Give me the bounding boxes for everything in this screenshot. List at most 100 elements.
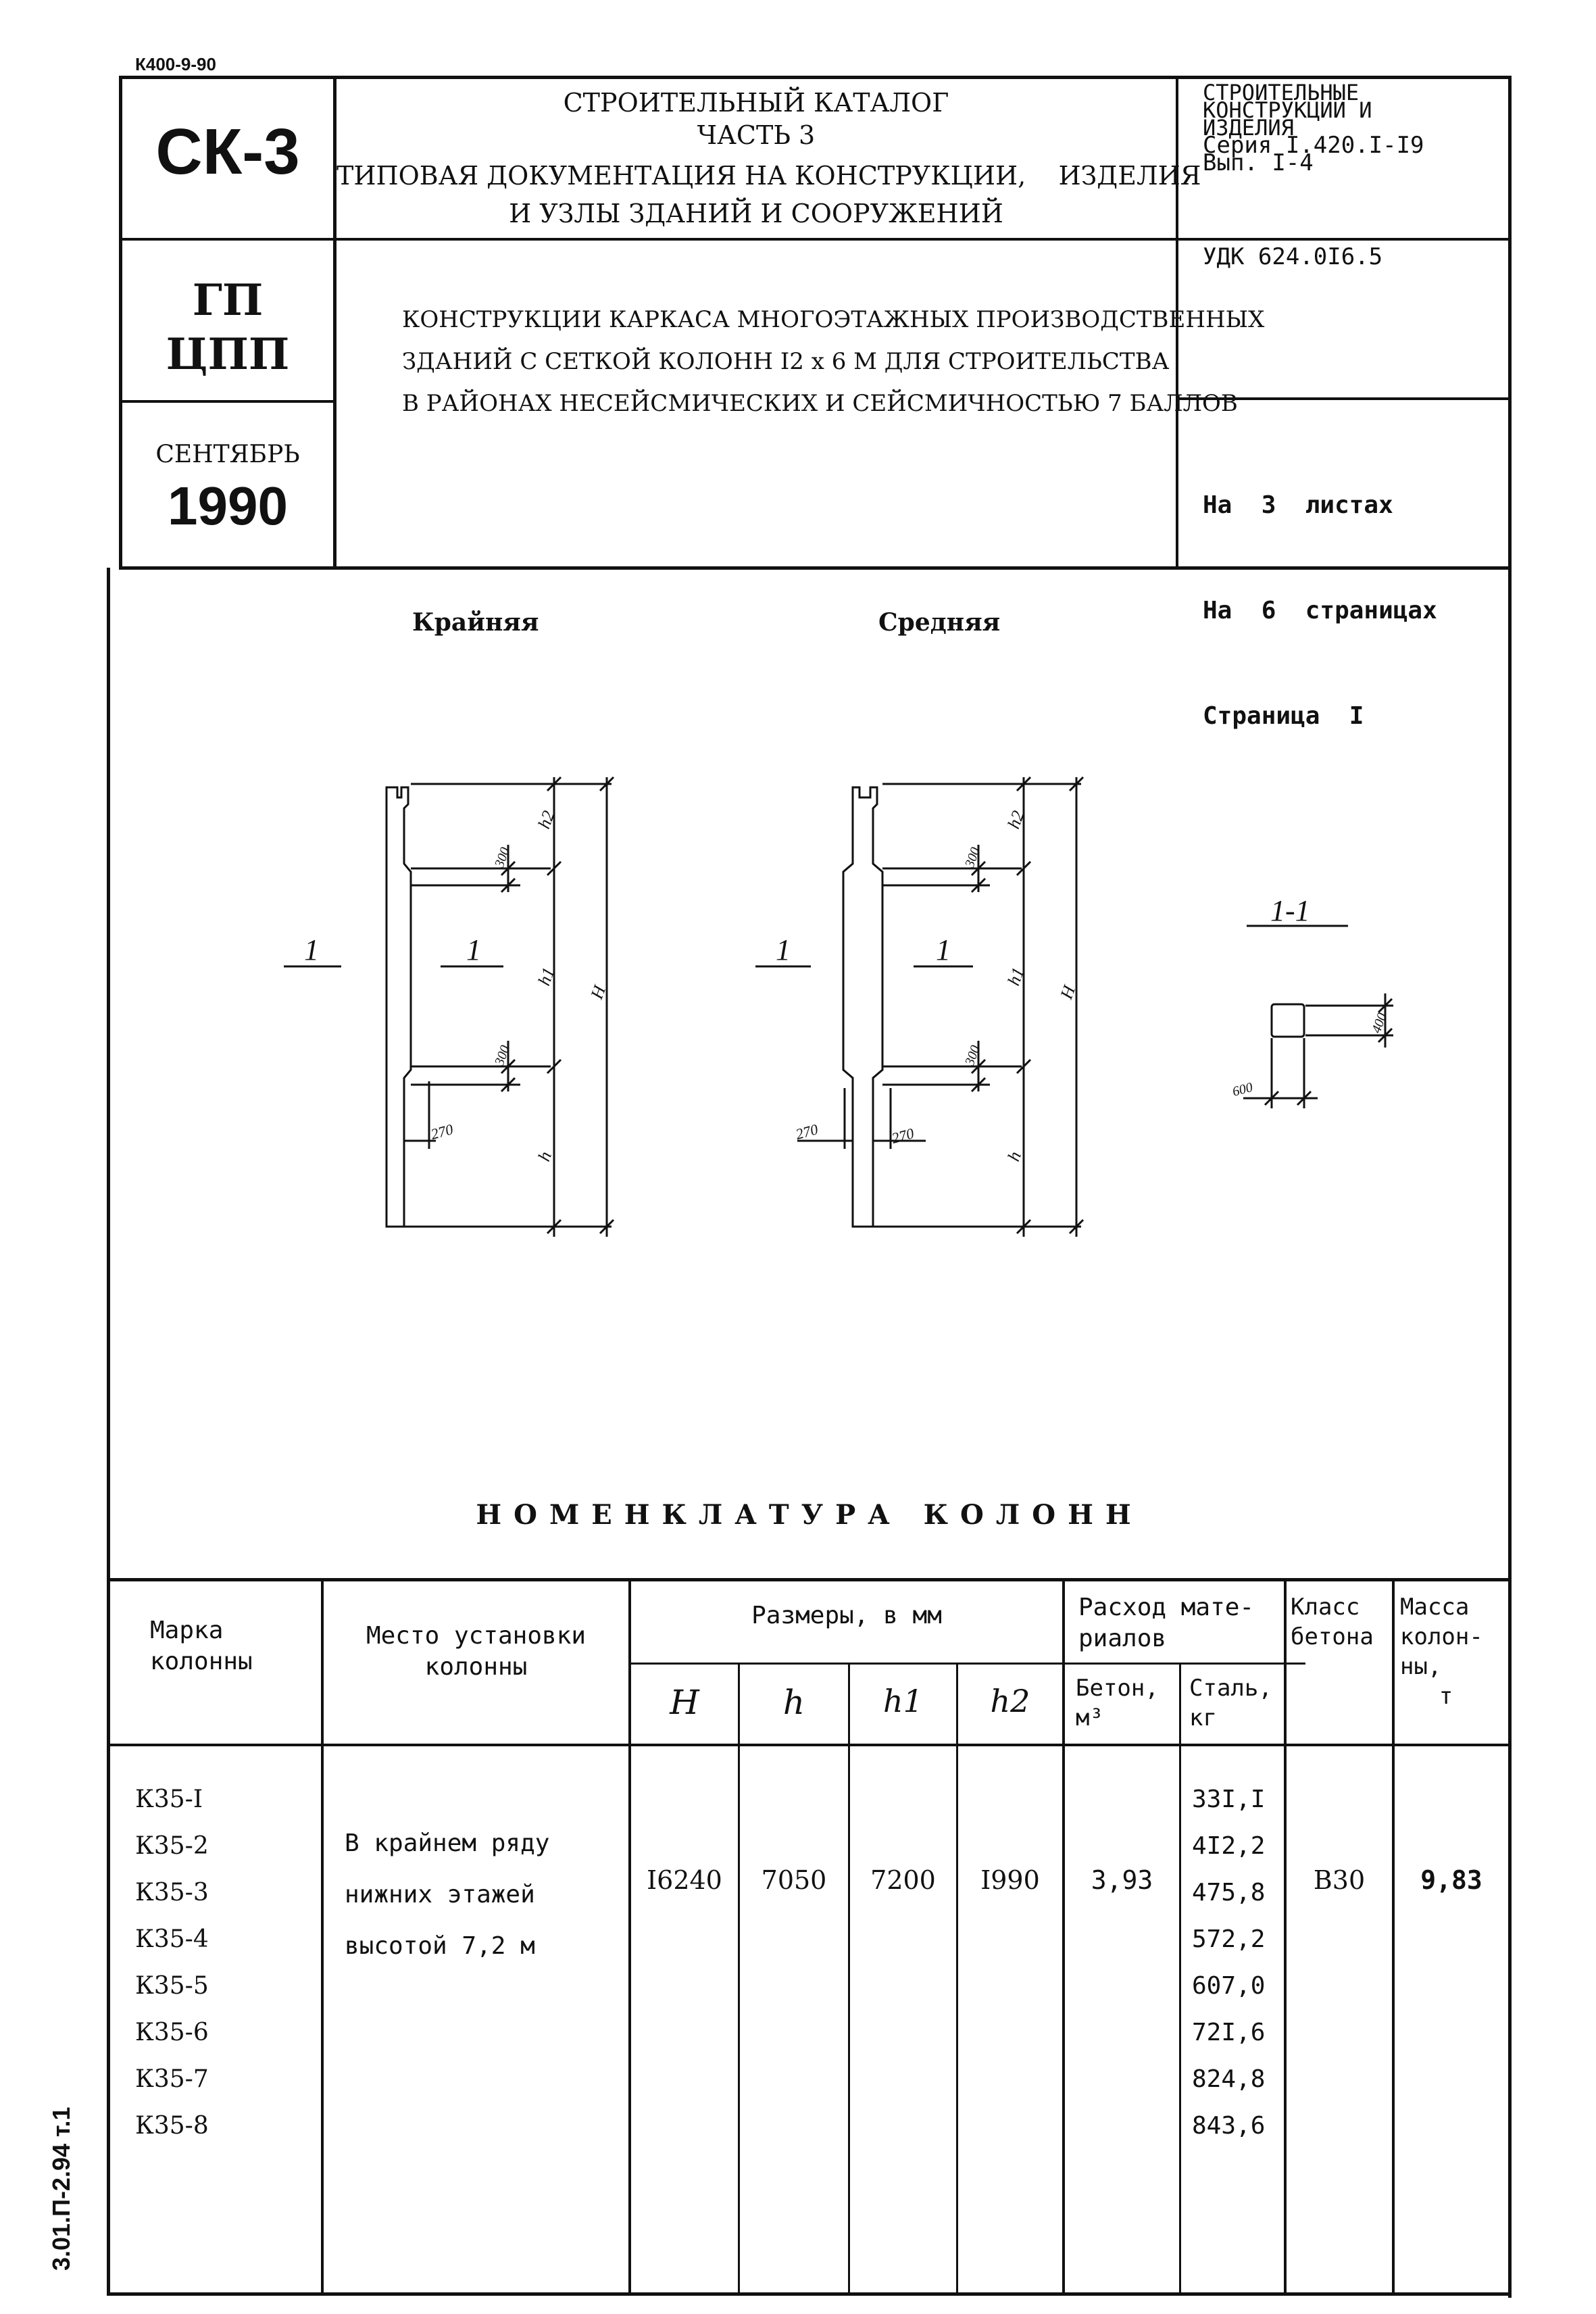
issue-month: СЕНТЯБРЬ [155,441,300,468]
value-H: I6240 [647,1865,722,1895]
mark-cell: К35-4 [135,1925,209,1953]
edge-column-outline [385,777,612,1237]
header-mark: Марка колонны [150,1615,253,1677]
header-place-line-1: Место установки [366,1622,587,1650]
series-block: СТРОИТЕЛЬНЫЕ КОНСТРУКЦИИ И ИЗДЕЛИЯ Серия… [1203,80,1424,176]
document-code: К400-9-90 [135,54,216,74]
value-concrete: 3,93 [1091,1865,1153,1895]
steel-cell: 33I,I [1192,1786,1266,1813]
section-1-1 [1243,993,1393,1108]
issue-year: 1990 [168,476,288,536]
header-place: Место установки колонны [324,1621,628,1683]
title-line-3: В РАЙОНАХ НЕСЕЙСМИЧЕСКИХ И СЕЙСМИЧНОСТЬЮ… [402,390,1238,417]
title-line-1: КОНСТРУКЦИИ КАРКАСА МНОГОЭТАЖНЫХ ПРОИЗВО… [402,306,1265,333]
header-mark-line-1: Марка [150,1617,224,1644]
dim-400-section: 400 [1369,1011,1390,1035]
steel-cell: 824,8 [1192,2065,1266,2093]
dim-h-edge: h [534,1149,555,1164]
header-mass-line-2: колон- [1400,1623,1483,1650]
mark-cell: К35-6 [135,2019,209,2046]
header-rate-line-1: Расход мате- [1078,1594,1255,1621]
dim-270-edge: 270 [429,1121,455,1143]
steel-cell: 4I2,2 [1192,1832,1266,1860]
value-h2: I990 [980,1865,1040,1895]
header-steel-line-1: Сталь, [1189,1675,1272,1702]
steel-cell: 607,0 [1192,1972,1266,2000]
mark-cell: К35-7 [135,2065,209,2093]
header-H: H [670,1683,699,1722]
column-drawings: 1 1 1 1 1-1 H h1 h2 h 300 300 270 H h1 h… [284,776,1393,1237]
label-edge-column: Крайняя [412,608,539,637]
header-mass-line-4: т [1439,1683,1453,1710]
header-line-1: СТРОИТЕЛЬНЫЙ КАТАЛОГ [563,88,949,118]
header-line-4: И УЗЛЫ ЗДАНИЙ И СООРУЖЕНИЙ [509,199,1003,228]
column-marks-list: К35-I К35-2 К35-3 К35-4 К35-5 К35-6 К35-… [135,1776,209,2149]
mark-cell: К35-2 [135,1832,209,1860]
steel-cell: 843,6 [1192,2112,1266,2140]
steel-values-list: 33I,I 4I2,2 475,8 572,2 607,0 72I,6 824,… [1192,1776,1265,2149]
organization-line-2: ЦПП [166,329,290,380]
dim-h-middle: h [1003,1149,1025,1164]
title-line-2: ЗДАНИЙ С СЕТКОЙ КОЛОНН I2 х 6 М ДЛЯ СТРО… [402,348,1170,375]
header-line-2: ЧАСТЬ 3 [697,120,816,150]
mark-cell: К35-3 [135,1879,209,1906]
sheet-info: На 3 листах На 6 страницах Страница I [1203,418,1437,769]
table-title: НОМЕНКЛАТУРА КОЛОНН [476,1499,1143,1531]
page-number: Страница I [1203,702,1364,730]
header-mark-line-2: колонны [150,1648,253,1675]
sheet-count: На 3 листах [1203,491,1393,519]
page-count: На 6 страницах [1203,597,1437,624]
header-place-line-2: колонны [424,1653,528,1681]
header-rate: Расход мате- риалов [1078,1592,1254,1654]
side-document-code: 3.01.П-2.94 т.1 [47,2107,75,2271]
header-h2: h2 [990,1683,1030,1719]
header-concrete-line-2: м³ [1076,1704,1103,1731]
header-mass-line-1: Масса [1400,1594,1470,1621]
header-h: h [782,1683,805,1722]
header-class-line-2: бетона [1291,1623,1374,1650]
value-concrete-class: В30 [1313,1865,1366,1895]
header-sizes: Размеры, в мм [751,1602,942,1629]
steel-cell: 475,8 [1192,1879,1266,1906]
header-h1: h1 [883,1683,923,1719]
mark-cell: К35-8 [135,2112,209,2140]
place-line-1: В крайнем ряду [345,1829,550,1857]
udk-code: УДК 624.0I6.5 [1203,243,1383,270]
series-line-3: ИЗДЕЛИЯ [1203,115,1294,141]
dim-270-middle-right: 270 [890,1125,916,1147]
series-line-1: СТРОИТЕЛЬНЫЕ [1203,80,1360,105]
section-1-1-label: 1-1 [1270,894,1310,927]
header-mass-line-3: ны, [1400,1653,1442,1680]
section-mark-edge-inner: 1 [466,933,481,966]
document-title: КОНСТРУКЦИИ КАРКАСА МНОГОЭТАЖНЫХ ПРОИЗВО… [402,299,1264,424]
header-steel-line-2: кг [1189,1704,1217,1731]
section-mark-lines [284,925,1348,968]
header-rate-line-2: риалов [1078,1625,1167,1652]
header-class-line-1: Класс [1291,1594,1360,1621]
installation-place: В крайнем ряду нижних этажей высотой 7,2… [345,1818,549,1972]
header-concrete: Бетон, м³ [1076,1673,1159,1733]
catalog-code: СК-3 [155,116,300,188]
header-mass: Масса колон- ны, т [1400,1592,1508,1711]
section-mark-middle-inner: 1 [936,933,951,966]
place-line-3: высотой 7,2 м [345,1932,535,1960]
organization-line-1: ГП [192,275,264,326]
dim-270-middle-left: 270 [794,1121,820,1143]
mark-cell: К35-I [135,1786,203,1813]
middle-column-outline [797,777,1081,1237]
dim-600-section: 600 [1231,1080,1255,1100]
header-class: Класс бетона [1291,1592,1374,1652]
series-line-2: КОНСТРУКЦИИ И [1203,97,1372,123]
label-middle-column: Средняя [878,608,1001,637]
mark-cell: К35-5 [135,1972,209,2000]
value-h1: 7200 [870,1865,936,1895]
section-mark-middle-left: 1 [776,933,791,966]
section-mark-edge-left: 1 [304,933,319,966]
header-steel: Сталь, кг [1189,1673,1272,1733]
issue-number: Вып. I-4 [1203,149,1314,176]
header-concrete-line-1: Бетон, [1076,1675,1159,1702]
steel-cell: 572,2 [1192,1925,1266,1953]
value-h: 7050 [761,1865,827,1895]
value-mass: 9,83 [1420,1865,1482,1895]
steel-cell: 72I,6 [1192,2019,1266,2046]
